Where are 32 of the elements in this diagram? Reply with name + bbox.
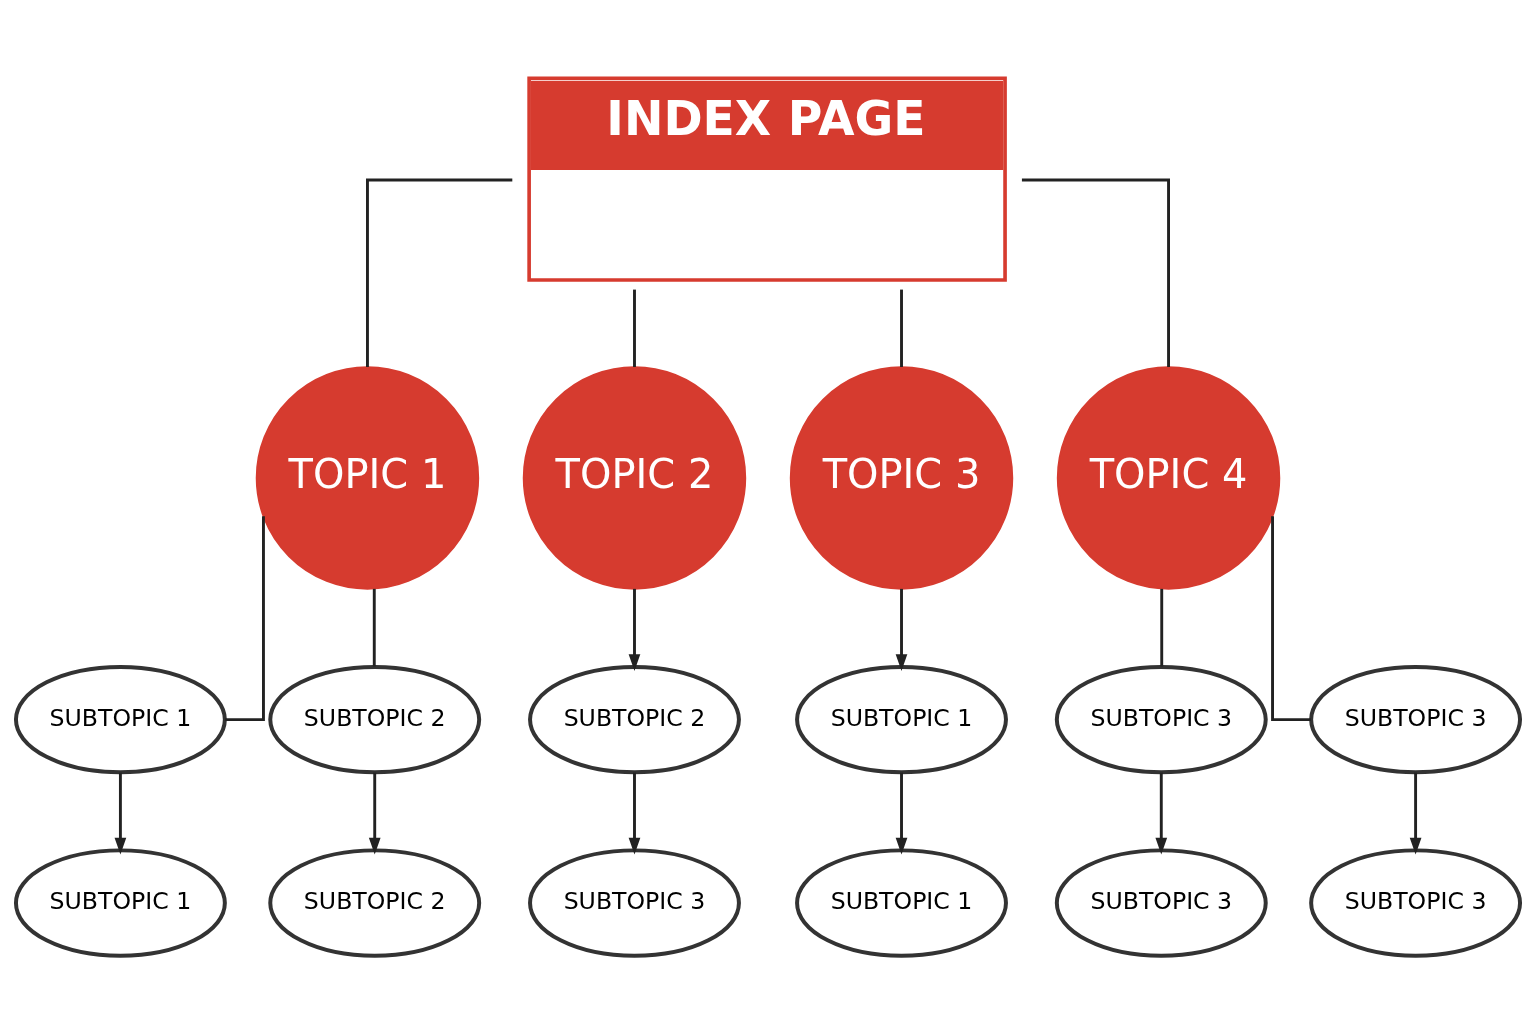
arrow (628, 772, 641, 854)
arrow (114, 772, 127, 854)
node-ellipse: SUBTOPIC 2 (528, 664, 741, 774)
node-ellipse: SUBTOPIC 3 (1309, 847, 1523, 958)
arrow (1409, 772, 1422, 854)
node-ellipse: SUBTOPIC 1 (795, 847, 1008, 958)
connector (900, 289, 903, 367)
connector (633, 289, 636, 367)
connector (1271, 515, 1311, 721)
connector (366, 178, 513, 367)
arrow (368, 772, 381, 854)
node-circle: TOPIC 3 (789, 365, 1014, 590)
connector (372, 588, 376, 667)
connector (1160, 588, 1164, 667)
node-ellipse: SUBTOPIC 1 (13, 847, 227, 958)
node-ellipse: SUBTOPIC 1 (13, 664, 227, 774)
node-circle: TOPIC 2 (522, 365, 747, 590)
arrow (895, 772, 908, 854)
arrow (628, 588, 641, 671)
node-ellipse: SUBTOPIC 3 (1309, 664, 1523, 774)
connector (225, 515, 265, 721)
node-ellipse: SUBTOPIC 3 (1054, 664, 1268, 774)
node-circle: TOPIC 4 (1056, 365, 1281, 590)
arrow (895, 588, 908, 671)
connector (1021, 178, 1170, 367)
node-ellipse: SUBTOPIC 2 (268, 847, 482, 958)
node-ellipse: SUBTOPIC 3 (528, 847, 741, 958)
node-ellipse: SUBTOPIC 1 (795, 664, 1008, 774)
node-ellipse: SUBTOPIC 2 (268, 664, 482, 774)
node-ellipse: SUBTOPIC 3 (1054, 847, 1268, 958)
arrow (1155, 772, 1168, 854)
node-circle: TOPIC 1 (255, 365, 480, 590)
